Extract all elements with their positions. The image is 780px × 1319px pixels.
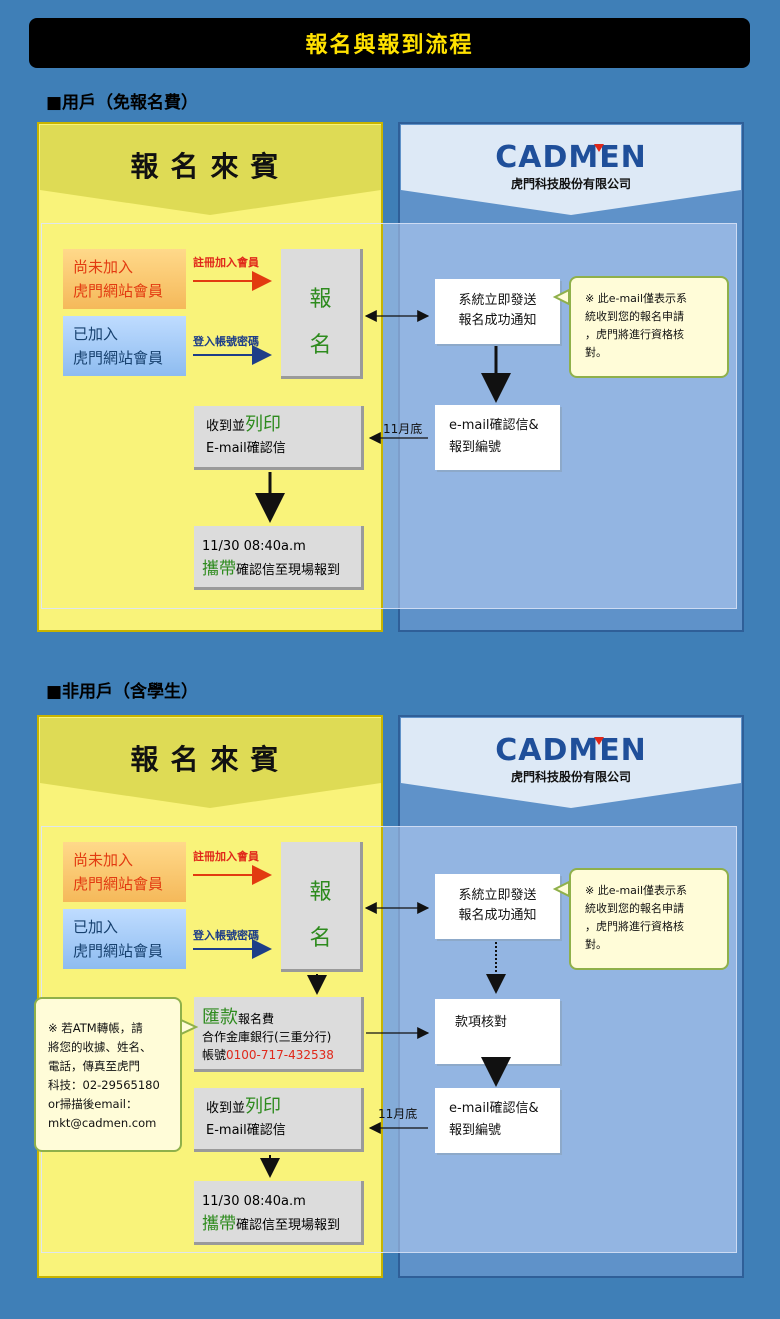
- guest-title: 報名來賓: [130, 150, 291, 183]
- company-name: CADMEN: [495, 733, 647, 768]
- member-box: 已加入 虎門網站會員: [63, 909, 186, 969]
- month-label: 11月底: [378, 1107, 418, 1121]
- login-label: 登入帳號密碼: [193, 335, 259, 348]
- logo-mark: [594, 144, 604, 152]
- logo-mark: [594, 737, 604, 745]
- system-notice-box: 系統立即發送 報名成功通知: [435, 279, 560, 344]
- payment-box: 匯款報名費 合作金庫銀行(三重分行) 帳號0100-717-432538: [194, 997, 364, 1072]
- checkin-box: 11/30 08:40a.m 攜帶確認信至現場報到: [194, 526, 364, 590]
- register-member-label: 註冊加入會員: [193, 850, 259, 863]
- not-member-box: 尚未加入 虎門網站會員: [63, 249, 186, 309]
- company-logo: CADMEN 虎門科技股份有限公司: [401, 140, 741, 192]
- receive-print-box: 收到並列印 E-mail確認信: [194, 406, 364, 470]
- signup-box: 報 名: [281, 842, 363, 972]
- section-heading-nonusers: ■非用戶（含學生）: [46, 682, 199, 702]
- month-label: 11月底: [383, 422, 423, 436]
- payment-check-box: 款項核對: [435, 999, 560, 1064]
- company-subtitle: 虎門科技股份有限公司: [510, 177, 631, 191]
- member-box: 已加入 虎門網站會員: [63, 316, 186, 376]
- system-notice-box: 系統立即發送 報名成功通知: [435, 874, 560, 939]
- checkin-box: 11/30 08:40a.m 攜帶確認信至現場報到: [194, 1181, 364, 1245]
- note-pointer: [552, 288, 570, 306]
- not-member-box: 尚未加入 虎門網站會員: [63, 842, 186, 902]
- confirmation-email-box: e-mail確認信& 報到編號: [435, 405, 560, 470]
- guest-title: 報名來賓: [130, 743, 291, 776]
- company-subtitle: 虎門科技股份有限公司: [510, 770, 631, 784]
- signup-box: 報 名: [281, 249, 363, 379]
- company-name: CADMEN: [495, 140, 647, 175]
- login-label: 登入帳號密碼: [193, 929, 259, 942]
- register-member-label: 註冊加入會員: [193, 256, 259, 269]
- page-title: 報名與報到流程: [29, 18, 750, 68]
- email-note: ※ 此e-mail僅表示系 統收到您的報名申請 ，虎門將進行資格核 對。: [569, 868, 729, 970]
- confirmation-email-box: e-mail確認信& 報到編號: [435, 1088, 560, 1153]
- email-note: ※ 此e-mail僅表示系 統收到您的報名申請 ，虎門將進行資格核 對。: [569, 276, 729, 378]
- atm-note: ※ 若ATM轉帳，請 將您的收據、姓名、 電話，傳真至虎門 科技：02-2956…: [34, 997, 182, 1152]
- atm-note-pointer: [180, 1018, 199, 1036]
- receive-print-box: 收到並列印 E-mail確認信: [194, 1088, 364, 1152]
- note-pointer: [552, 880, 570, 898]
- section-heading-users: ■用戶（免報名費）: [46, 93, 199, 113]
- company-logo: CADMEN 虎門科技股份有限公司: [401, 733, 741, 785]
